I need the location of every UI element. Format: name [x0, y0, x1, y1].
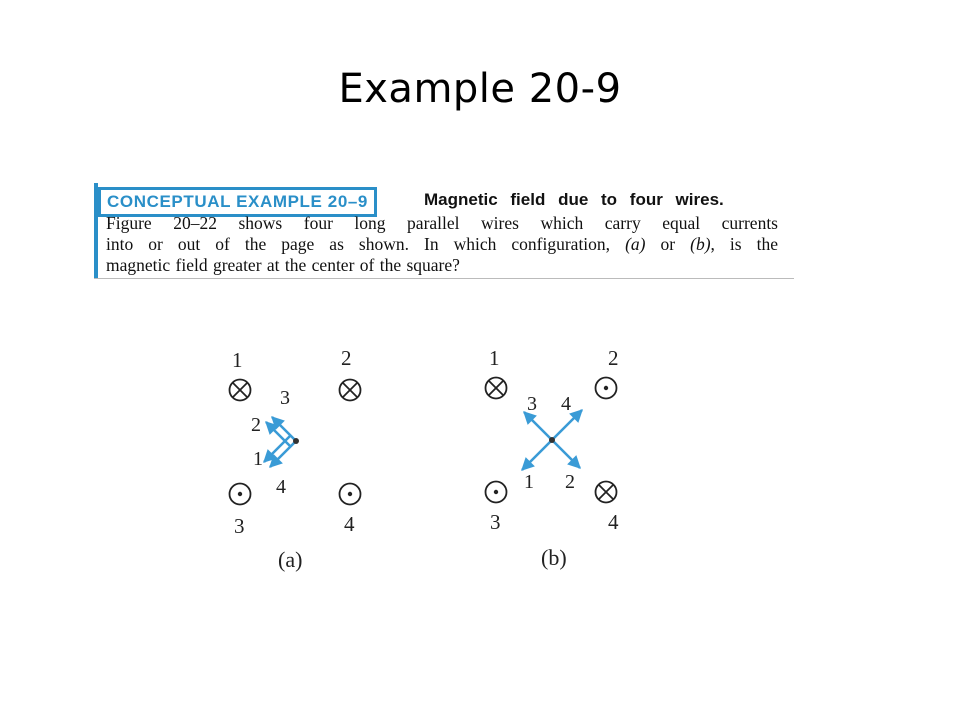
field-label: 3: [527, 393, 537, 415]
wire-out-of-page-icon: [594, 376, 618, 400]
center-point: [549, 437, 555, 443]
figure-caption: (a): [278, 547, 302, 572]
wire-label: 4: [608, 510, 619, 534]
problem-statement: CONCEPTUAL EXAMPLE 20–9 Magnetic field d…: [94, 183, 794, 279]
problem-line-3: magnetic field greater at the center of …: [106, 255, 460, 275]
option-b: (b): [690, 234, 711, 254]
wire-label: 1: [489, 346, 500, 370]
field-label: 2: [565, 471, 575, 493]
wire-label: 4: [344, 512, 355, 536]
wire-label: 2: [608, 346, 619, 370]
center-point: [293, 438, 299, 444]
example-label: CONCEPTUAL EXAMPLE 20–9: [98, 187, 377, 217]
field-label: 1: [253, 448, 263, 470]
wire-into-page-icon: [338, 378, 362, 402]
field-label: 1: [524, 471, 534, 493]
wire-label: 2: [341, 346, 352, 370]
wire-out-of-page-icon: [228, 482, 252, 506]
crop-edge: [94, 278, 794, 279]
field-vectors-a: [263, 416, 299, 468]
figure-a: 1 2 3 4 3 2 1 4 (a): [228, 346, 362, 572]
field-label: 2: [251, 414, 261, 436]
accent-rule: [94, 183, 98, 279]
problem-line-1: Figure 20–22 shows four long parallel wi…: [106, 213, 778, 233]
problem-line-2: into or out of the page as shown. In whi…: [106, 234, 779, 254]
wire-out-of-page-icon: [484, 480, 508, 504]
figure-caption: (b): [541, 545, 567, 570]
wire-out-of-page-icon: [338, 482, 362, 506]
problem-heading: Magnetic field due to four wires.: [424, 190, 724, 209]
wire-into-page-icon: [228, 378, 252, 402]
field-label: 4: [561, 393, 571, 415]
wire-into-page-icon: [594, 480, 618, 504]
wire-label: 3: [234, 514, 245, 538]
problem-text: Figure 20–22 shows four long parallel wi…: [106, 213, 778, 276]
wire-label: 3: [490, 510, 501, 534]
field-label: 4: [276, 476, 286, 498]
option-a: (a): [625, 234, 646, 254]
wire-label: 1: [232, 348, 243, 372]
field-vectors-b: [521, 409, 583, 471]
field-label: 3: [280, 387, 290, 409]
wire-into-page-icon: [484, 376, 508, 400]
figure-b: 1 2 3 4 3 4 1 2 (b): [484, 346, 619, 570]
slide-title: Example 20-9: [338, 66, 622, 112]
